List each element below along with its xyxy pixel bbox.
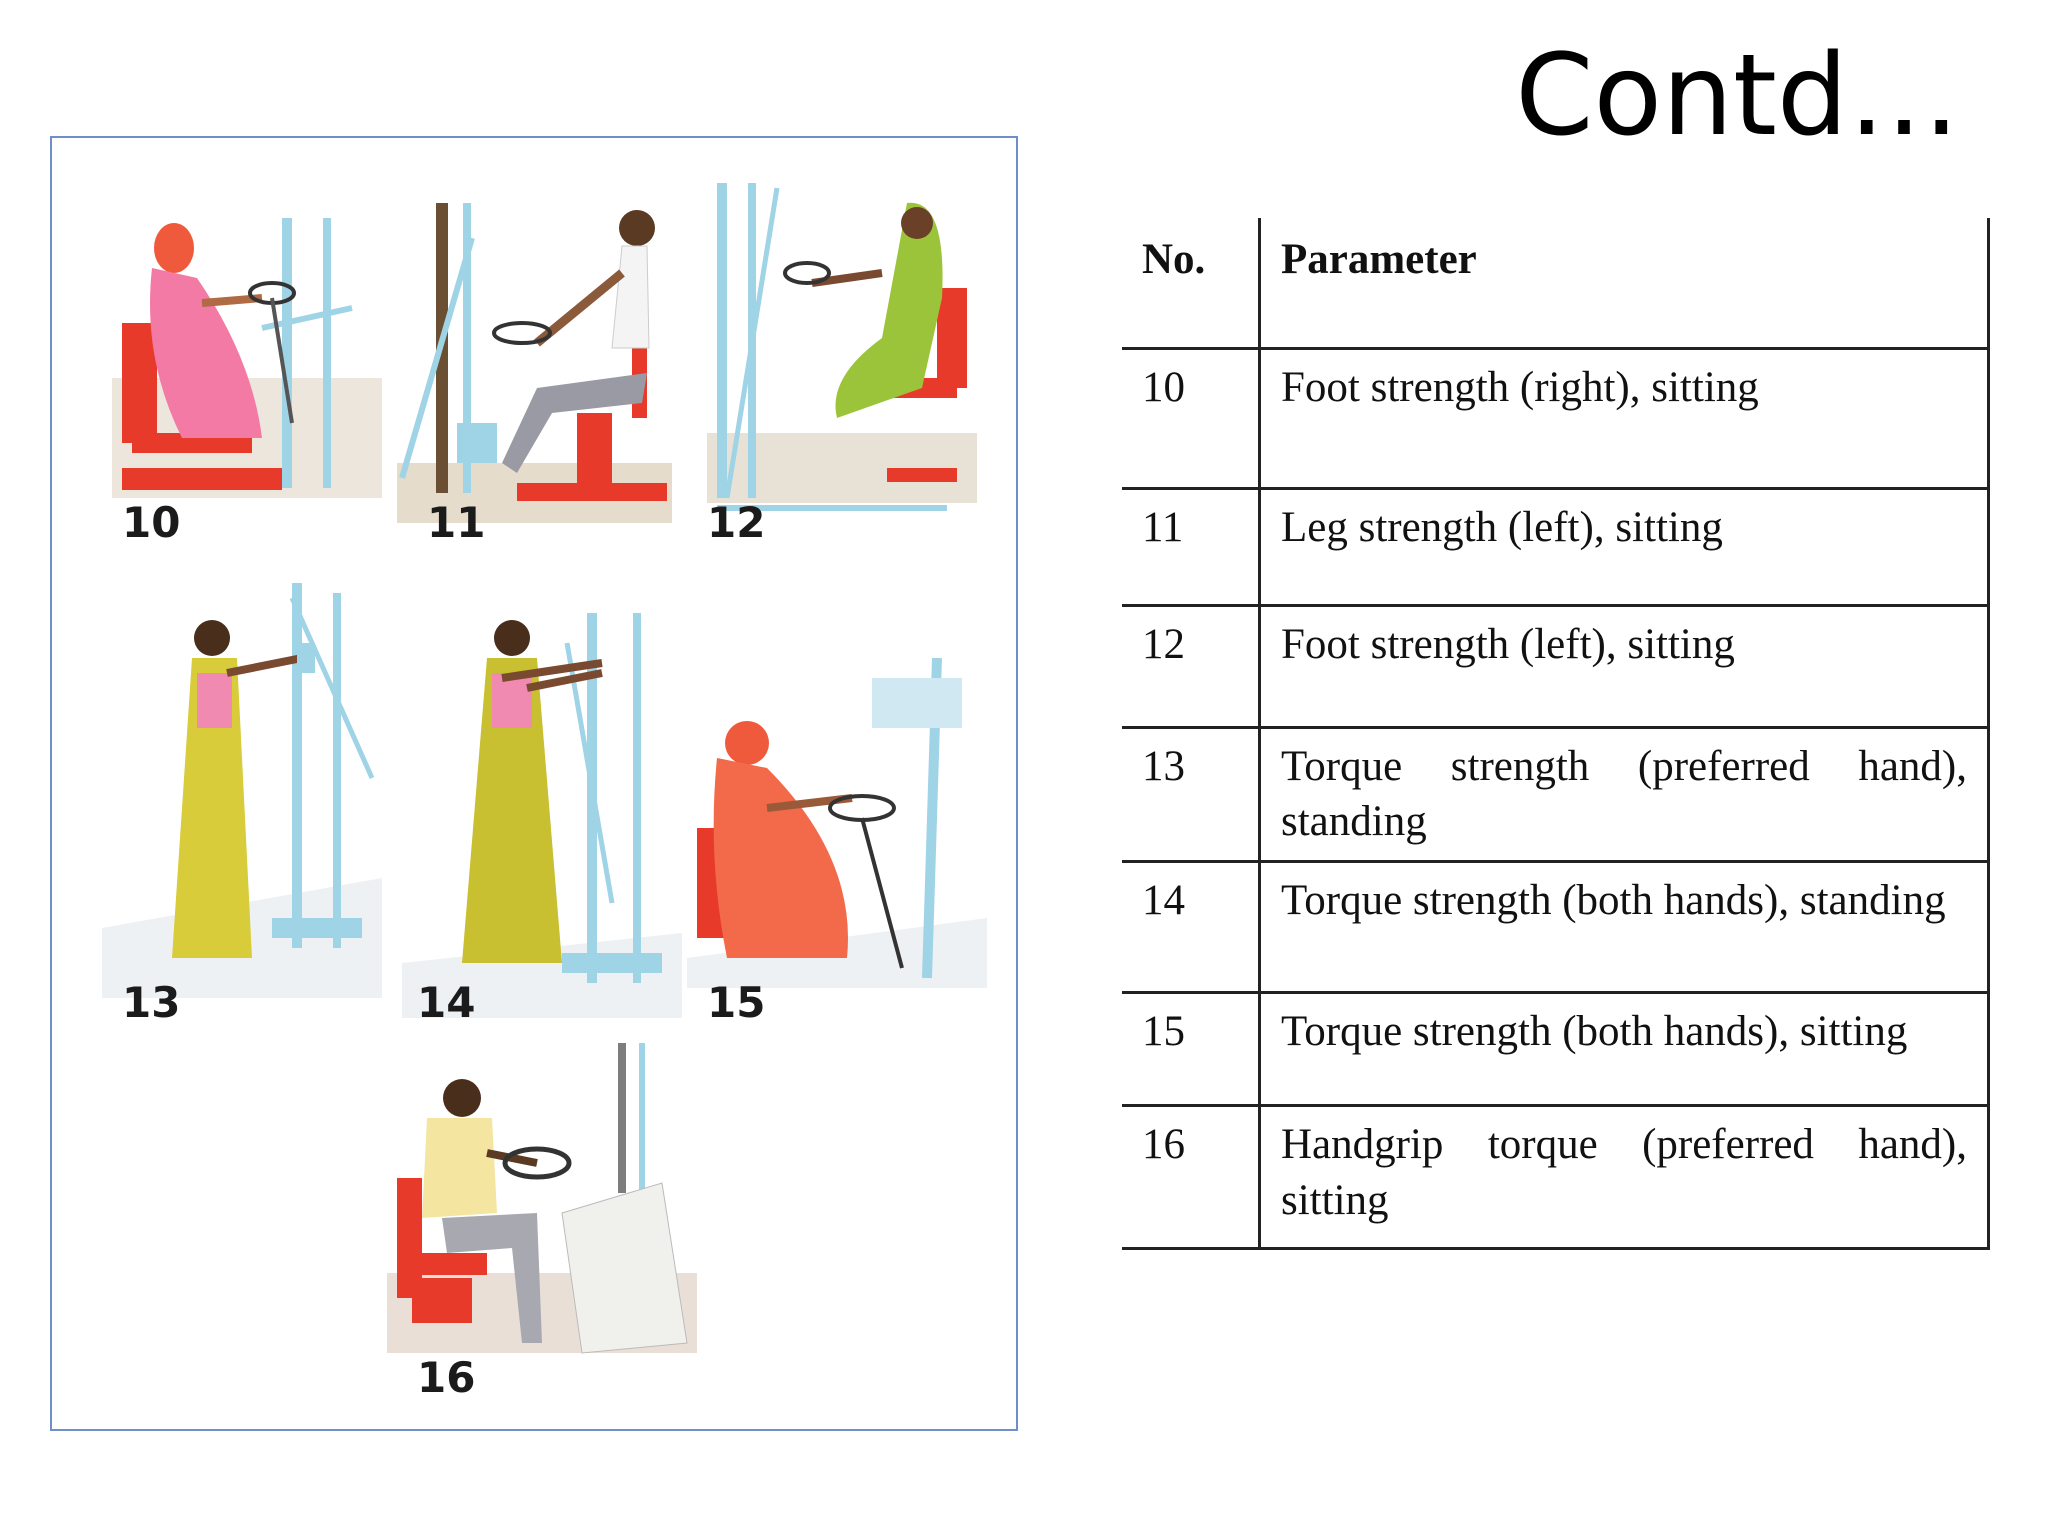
panel-16-label: 16 (417, 1353, 476, 1402)
panel-12-image (707, 178, 977, 518)
panel-13-image (102, 578, 382, 998)
row-parameter: Foot strength (left), sitting (1259, 603, 1990, 729)
table-row: 14 Torque strength (both hands), standin… (1122, 860, 1990, 995)
row-no: 16 (1122, 1104, 1261, 1251)
table-row: 12 Foot strength (left), sitting (1122, 603, 1990, 729)
row-parameter: Foot strength (right), sitting (1259, 346, 1990, 490)
row-parameter: Torque strength (preferred hand), standi… (1259, 725, 1990, 864)
panel-15-image (687, 658, 987, 988)
panel-11-image (397, 198, 672, 523)
table-row: 10 Foot strength (right), sitting (1122, 346, 1990, 490)
table-row: 13 Torque strength (preferred hand), sta… (1122, 725, 1990, 864)
table-header-row: No. Parameter (1122, 218, 1990, 350)
row-parameter: Leg strength (left), sitting (1259, 486, 1990, 607)
strength-test-figure: 10 11 (50, 136, 1018, 1431)
row-parameter: Handgrip torque (preferred hand), sittin… (1259, 1104, 1990, 1251)
panel-14-label: 14 (417, 978, 476, 1027)
row-no: 10 (1122, 346, 1261, 490)
row-parameter: Torque strength (both hands), sitting (1259, 991, 1990, 1108)
header-no: No. (1122, 218, 1261, 350)
table-row: 16 Handgrip torque (preferred hand), sit… (1122, 1104, 1990, 1251)
row-no: 15 (1122, 991, 1261, 1108)
panel-14-image (402, 603, 682, 1018)
row-no: 11 (1122, 486, 1261, 607)
panel-16-image (387, 1043, 697, 1363)
row-no: 14 (1122, 860, 1261, 995)
table-row: 15 Torque strength (both hands), sitting (1122, 991, 1990, 1108)
table-row: 11 Leg strength (left), sitting (1122, 486, 1990, 607)
panel-10-image (112, 208, 382, 518)
parameter-table: No. Parameter 10 Foot strength (right), … (1122, 218, 1990, 1251)
panel-15-label: 15 (707, 978, 766, 1027)
row-no: 12 (1122, 603, 1261, 729)
header-parameter: Parameter (1259, 218, 1990, 350)
panel-10-label: 10 (122, 498, 181, 547)
panel-11-label: 11 (427, 498, 486, 547)
panel-12-label: 12 (707, 498, 766, 547)
row-no: 13 (1122, 725, 1261, 864)
row-parameter: Torque strength (both hands), standing (1259, 860, 1990, 995)
panel-13-label: 13 (122, 978, 181, 1027)
slide-title: Contd… (1515, 31, 1960, 161)
